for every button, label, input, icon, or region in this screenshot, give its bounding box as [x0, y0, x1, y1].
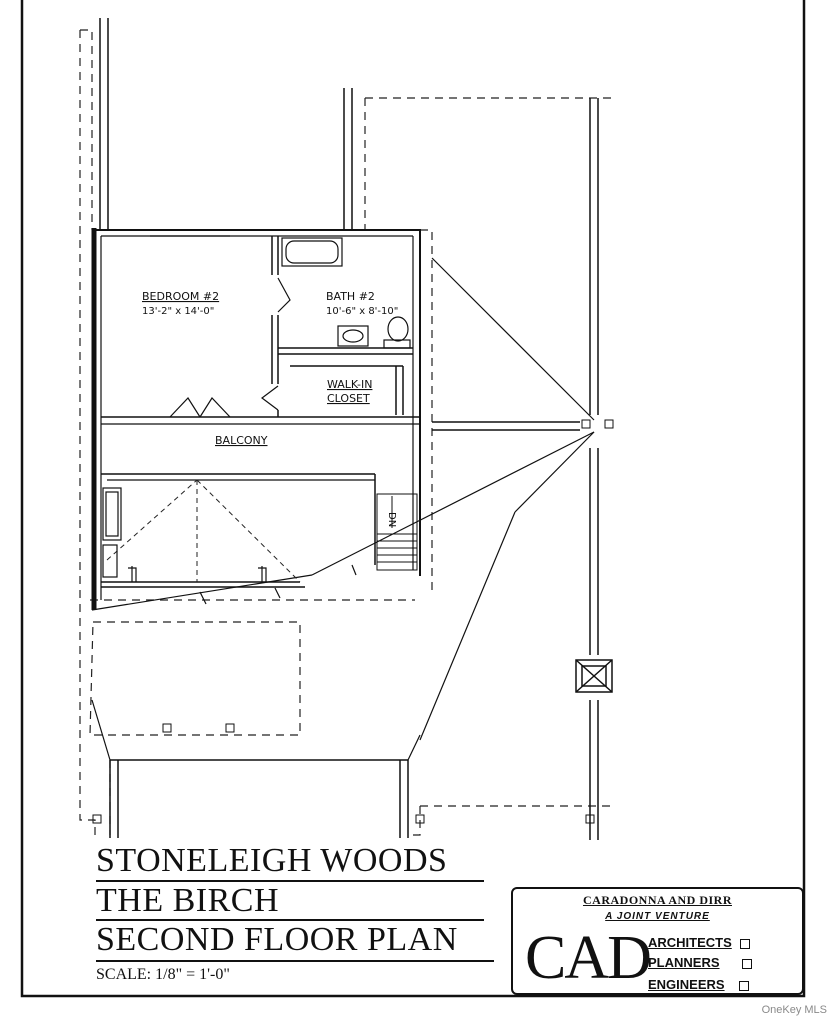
firm-name: CARADONNA AND DIRR: [582, 893, 732, 907]
firm-title-block: CARADONNA AND DIRR A JOINT VENTURE CAD A…: [511, 887, 804, 995]
checkbox-icon: [741, 958, 752, 969]
column-post: [575, 659, 613, 693]
model-title: THE BIRCH: [96, 882, 279, 919]
title-underline-1: [96, 880, 484, 882]
door-swings: [169, 277, 291, 418]
balcony-label: BALCONY: [215, 434, 268, 447]
stair-dn-label: DN: [386, 512, 397, 527]
checkbox-icon: [739, 938, 750, 949]
discipline-architects: ARCHITECTS: [648, 935, 750, 950]
footing-marks: [92, 419, 614, 824]
scale-note: SCALE: 1/8" = 1'-0": [96, 966, 230, 983]
built-in: [102, 487, 357, 605]
project-title: STONELEIGH WOODS: [96, 842, 448, 879]
title-underline-3: [96, 960, 494, 962]
discipline-planners: PLANNERS: [648, 955, 752, 970]
first-floor-walls: [99, 18, 599, 840]
roof-lines: [91, 257, 595, 761]
bath-fixtures: [281, 237, 411, 349]
firm-logo: CAD: [525, 924, 652, 992]
sheet-title: SECOND FLOOR PLAN: [96, 921, 458, 958]
title-underline-2: [96, 919, 484, 921]
bedroom-dimensions: 13'-2" x 14'-0": [142, 306, 214, 317]
mls-watermark: OneKey MLS: [761, 1004, 827, 1016]
second-floor-walls: [91, 228, 421, 610]
sheet-border: [20, 0, 806, 998]
firm-tagline: A JOINT VENTURE: [605, 911, 710, 922]
interior-walls: [271, 236, 413, 417]
checkbox-icon: [738, 980, 749, 991]
open-below-lines: [106, 479, 301, 583]
bath-dimensions: 10'-6" x 8'-10": [326, 306, 398, 317]
first-floor-outline: [79, 29, 615, 836]
closet-label-line2: CLOSET: [327, 392, 370, 405]
stair: [376, 493, 418, 571]
discipline-engineers: ENGINEERS: [648, 977, 749, 992]
bedroom-label: BEDROOM #2: [142, 290, 219, 303]
closet-label-line1: WALK-IN: [327, 378, 372, 391]
bath-label: BATH #2: [326, 290, 375, 303]
